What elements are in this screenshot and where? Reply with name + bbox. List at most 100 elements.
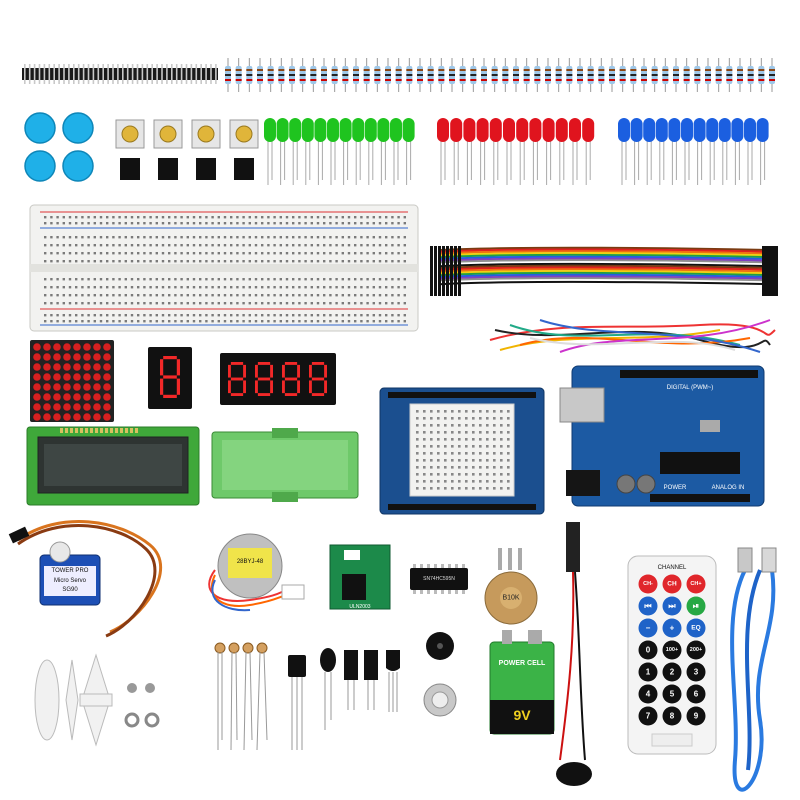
ir-led [320,648,336,730]
led [352,118,365,142]
led [476,118,489,142]
remote-button[interactable] [686,574,706,594]
led [542,118,555,142]
led [289,118,302,142]
remote-button-label: 1 [646,668,651,677]
jumper-ribbon-cable [430,246,778,296]
active-buzzer [426,632,454,660]
led-green-row [264,118,415,185]
led [555,118,568,142]
remote-button[interactable] [686,618,706,638]
stepper-label: 28BYJ-48 [237,559,264,565]
remote-button-label: 100+ [666,647,678,653]
remote-button[interactable] [662,706,682,726]
remote-button-label: ⏭ [668,602,676,611]
photoresistor [214,642,226,654]
photoresistor [256,642,268,654]
led [437,118,449,142]
uno-power-label: POWER [664,485,687,491]
led [618,118,630,142]
stepper-driver-board: ULN2003 [329,544,391,610]
remote-button[interactable] [662,618,682,638]
remote-button-label: CH [667,581,677,588]
uno-digital-label: DIGITAL (PWM~) [667,385,714,391]
remote-button[interactable] [638,684,658,704]
remote-button[interactable] [638,640,658,660]
micro-servo: TOWER PRO Micro Servo SG90 [8,520,163,638]
battery-label: POWER CELL [499,660,546,667]
remote-button[interactable] [662,596,682,616]
ic-label: SN74HC595N [423,576,455,582]
servo-sku: SG90 [62,587,78,593]
servo-horns [34,653,113,747]
breadboard [29,204,419,332]
servo-screws [124,683,160,728]
dc-plug-cable [556,522,592,786]
remote-button-label: 8 [670,712,675,721]
usb-port [559,387,605,423]
photoresistor [242,642,254,654]
remote-button[interactable] [686,684,706,704]
led [377,118,390,142]
led-blue-row [618,118,769,185]
passive-buzzer [423,683,457,717]
remote-button[interactable] [662,640,682,660]
microcontroller-chip [660,452,740,474]
led [668,118,681,142]
led [731,118,744,142]
remote-button[interactable] [638,574,658,594]
temperature-sensor [386,650,400,712]
battery-9v: POWER CELL 9V [489,630,555,735]
led [463,118,476,142]
remote-button-label: − [646,624,651,633]
led [706,118,719,142]
photoresistors [214,642,268,751]
led [681,118,693,142]
remote-button[interactable] [638,618,658,638]
led [582,118,595,142]
remote-button-label: ⏮ [644,602,651,611]
led [276,118,289,142]
usb-cable [730,547,777,792]
remote-button[interactable] [638,706,658,726]
remote-button-label: 4 [646,690,651,699]
remote-button[interactable] [686,596,706,616]
led [744,118,756,142]
potentiometer: B10K [484,548,538,625]
remote-button[interactable] [686,706,706,726]
remote-button[interactable] [662,662,682,682]
button-cap [24,112,56,144]
remote-button[interactable] [686,662,706,682]
remote-button[interactable] [686,640,706,660]
shift-register-ic: SN74HC595N [410,564,468,594]
remote-button-label: CH- [643,581,653,587]
led [630,118,643,142]
arduino-uno-board: DIGITAL (PWM~) POWER ANALOG IN [559,365,765,507]
led [756,118,769,142]
led [718,118,731,142]
photoresistor [228,642,240,654]
pot-label: B10K [502,595,519,602]
remote-button-label: 9 [694,712,699,721]
led [516,118,529,142]
remote-button[interactable] [638,596,658,616]
resistor-row [225,58,775,92]
led [364,118,377,142]
led [655,118,668,142]
remote-button[interactable] [638,662,658,682]
remote-button[interactable] [662,684,682,704]
remote-button-label: 3 [694,668,699,677]
led-red-row [437,118,595,185]
dc-jack [566,470,600,496]
led [450,118,463,142]
tilt-sensors [344,650,378,710]
remote-button-label: 2 [670,668,675,677]
led [264,118,276,142]
remote-button[interactable] [662,574,682,594]
stepper-motor: 28BYJ-48 [208,533,305,612]
led [339,118,352,142]
tactile-switch [153,119,183,149]
button-cap [62,150,94,182]
led [489,118,502,142]
tactile-switches [115,119,259,180]
